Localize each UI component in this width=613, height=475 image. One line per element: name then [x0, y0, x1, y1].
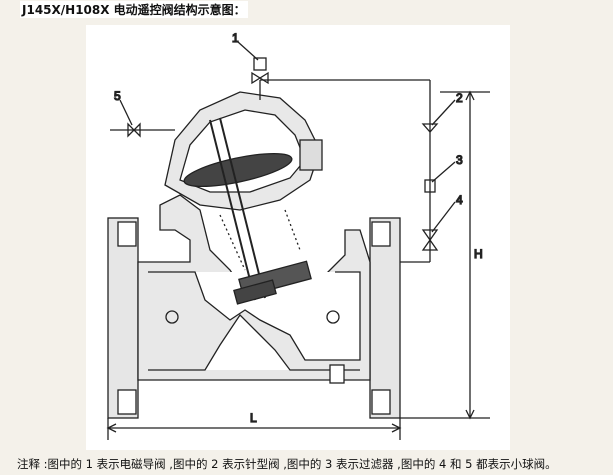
callout-5: 5 [114, 89, 121, 103]
footnote: 注释 :图中的 1 表示电磁导阀 ,图中的 2 表示针型阀 ,图中的 3 表示过… [17, 457, 557, 471]
callout-2: 2 [456, 91, 463, 105]
length-label: L [250, 411, 257, 425]
ball-valve-4-icon [421, 229, 439, 251]
needle-valve-icon [421, 123, 439, 133]
left-flange [107, 217, 139, 419]
length-dimension: L [106, 410, 402, 440]
ball-valve-5-icon [127, 122, 141, 138]
diagram-title: J145X/H108X 电动遥控阀结构示意图： [20, 1, 248, 18]
height-label: H [474, 247, 483, 261]
valve-body [137, 194, 371, 384]
filter-icon [424, 179, 436, 193]
callout-3: 3 [456, 153, 463, 167]
diaphragm-chamber [164, 91, 323, 305]
pilot-piping [110, 57, 439, 271]
height-dimension: H [400, 90, 490, 420]
callout-1: 1 [232, 31, 239, 45]
right-flange [369, 217, 401, 419]
callout-4: 4 [456, 193, 463, 207]
